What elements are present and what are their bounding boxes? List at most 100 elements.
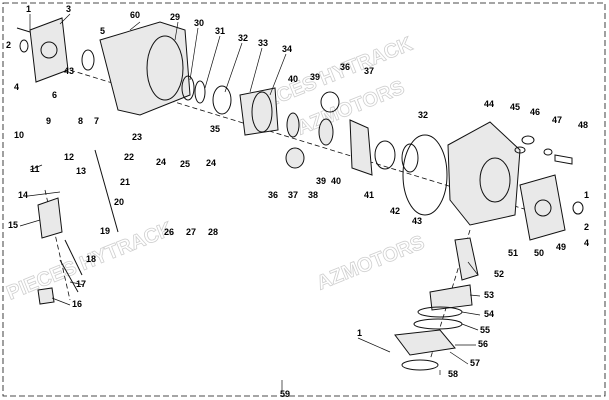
part-plate-hole [40,41,58,59]
part-flange-hub [251,91,273,133]
label: 7 [94,116,99,126]
leader [189,27,199,81]
leader [461,311,481,316]
label: 24 [156,157,166,167]
label: 29 [170,12,180,22]
leader [357,337,391,353]
label: 39 [310,72,320,82]
leader [27,191,61,197]
part-bearing-53 [429,284,473,311]
part-seal-5 [81,49,95,71]
label: 48 [578,120,588,130]
leader [467,261,479,276]
part-47 [543,148,553,156]
label: 36 [268,190,278,200]
label: 44 [484,99,494,109]
label: 31 [215,26,225,36]
diagram-border [2,2,606,397]
label: 4 [584,238,589,248]
label: 53 [484,290,494,300]
label: 43 [412,216,422,226]
leader [69,281,85,286]
leader [174,21,179,41]
label: 38 [308,190,318,200]
label: 3 [66,4,71,14]
label: 1 [584,190,589,200]
leader [19,219,41,227]
label: 25 [180,159,190,169]
label: 17 [76,279,86,289]
label: 57 [470,358,480,368]
part-shaft-18 [64,239,83,276]
label: 15 [8,220,18,230]
part-plate-49 [519,174,566,241]
part-31 [194,80,206,104]
label: 19 [100,226,110,236]
label: 43 [64,66,74,76]
part-48 [554,154,573,165]
label: 40 [288,74,298,84]
part-plate-left [29,17,69,83]
label: 34 [282,44,292,54]
label: 37 [288,190,298,200]
part-30 [181,75,195,101]
label: 47 [552,115,562,125]
label: 33 [258,38,268,48]
label: 60 [130,10,140,20]
part-gear-40 [286,112,300,138]
label: 14 [18,190,28,200]
label: 24 [206,158,216,168]
part-ring-gear-41 [349,119,373,176]
label: 23 [132,132,142,142]
label: 12 [64,152,74,162]
part-flange-34 [239,87,279,136]
label: 8 [78,116,83,126]
label: 10 [14,130,24,140]
part-washer-2b [572,201,584,215]
label: 41 [364,190,374,200]
part-plate-49-hole [534,199,552,217]
part-housing-opening [146,35,184,101]
label: 50 [534,248,544,258]
label: 46 [530,107,540,117]
part-45 [514,146,526,154]
label: 39 [316,176,326,186]
part-shaft-52 [454,237,479,281]
part-gear-39 [318,118,334,146]
label: 13 [76,166,86,176]
leader [249,47,263,93]
watermark-4: AZMOTORS [314,232,428,295]
label: 2 [584,222,589,232]
label: 52 [494,269,504,279]
leader [204,35,221,89]
label: 32 [418,110,428,120]
leader [29,164,43,171]
label: 18 [86,254,96,264]
label: 9 [46,116,51,126]
leader [469,294,481,297]
label: 56 [478,339,488,349]
label: 59 [280,389,290,399]
label: 20 [114,197,124,207]
part-bearing-32b [401,143,419,173]
label: 42 [390,206,400,216]
label: 16 [72,299,82,309]
label: 22 [124,152,134,162]
part-motor-15 [37,197,63,239]
label: 30 [194,18,204,28]
part-16 [37,287,55,305]
label: 36 [340,62,350,72]
label: 58 [448,369,458,379]
leader [129,21,141,31]
label: 55 [480,325,490,335]
label: 1 [357,328,362,338]
label: 28 [208,227,218,237]
label: 35 [210,124,220,134]
part-oring-42 [402,134,448,216]
part-41-hub [374,140,396,170]
label: 5 [100,26,105,36]
leader [461,323,479,331]
part-seal-58 [401,359,439,371]
part-55 [413,318,463,330]
